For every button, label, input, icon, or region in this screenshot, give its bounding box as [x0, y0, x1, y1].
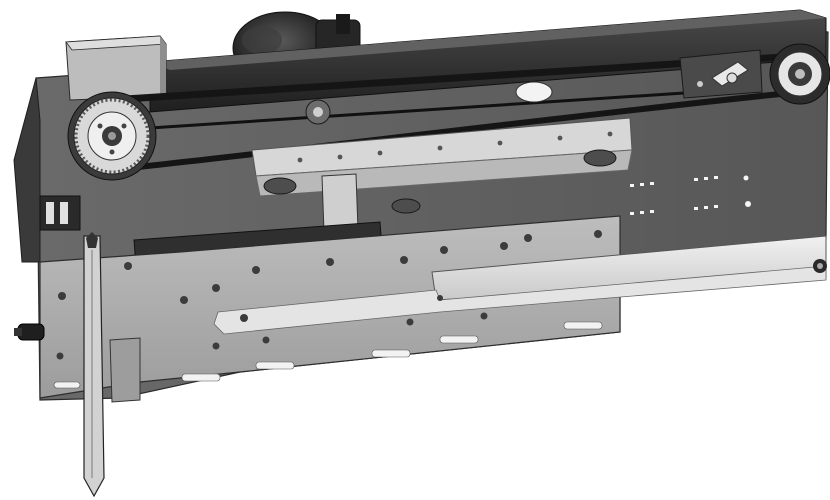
right-pulley — [769, 43, 830, 105]
frame-holes — [630, 175, 751, 215]
frame-slot — [515, 81, 553, 103]
left-pulley — [67, 91, 157, 181]
door-vane — [83, 232, 105, 498]
hanger-rollers — [263, 149, 617, 214]
terminal-block — [39, 195, 81, 231]
side-bracket — [109, 337, 141, 403]
plate-slots — [53, 321, 603, 389]
control-box — [65, 35, 167, 101]
lock-knob — [14, 323, 45, 341]
left-side-flange — [13, 77, 41, 263]
link-bar — [321, 173, 359, 233]
top-beam-edge — [150, 10, 826, 70]
guide-rail — [213, 235, 827, 335]
idler-roller — [305, 99, 331, 125]
belt-clamp — [679, 49, 763, 99]
